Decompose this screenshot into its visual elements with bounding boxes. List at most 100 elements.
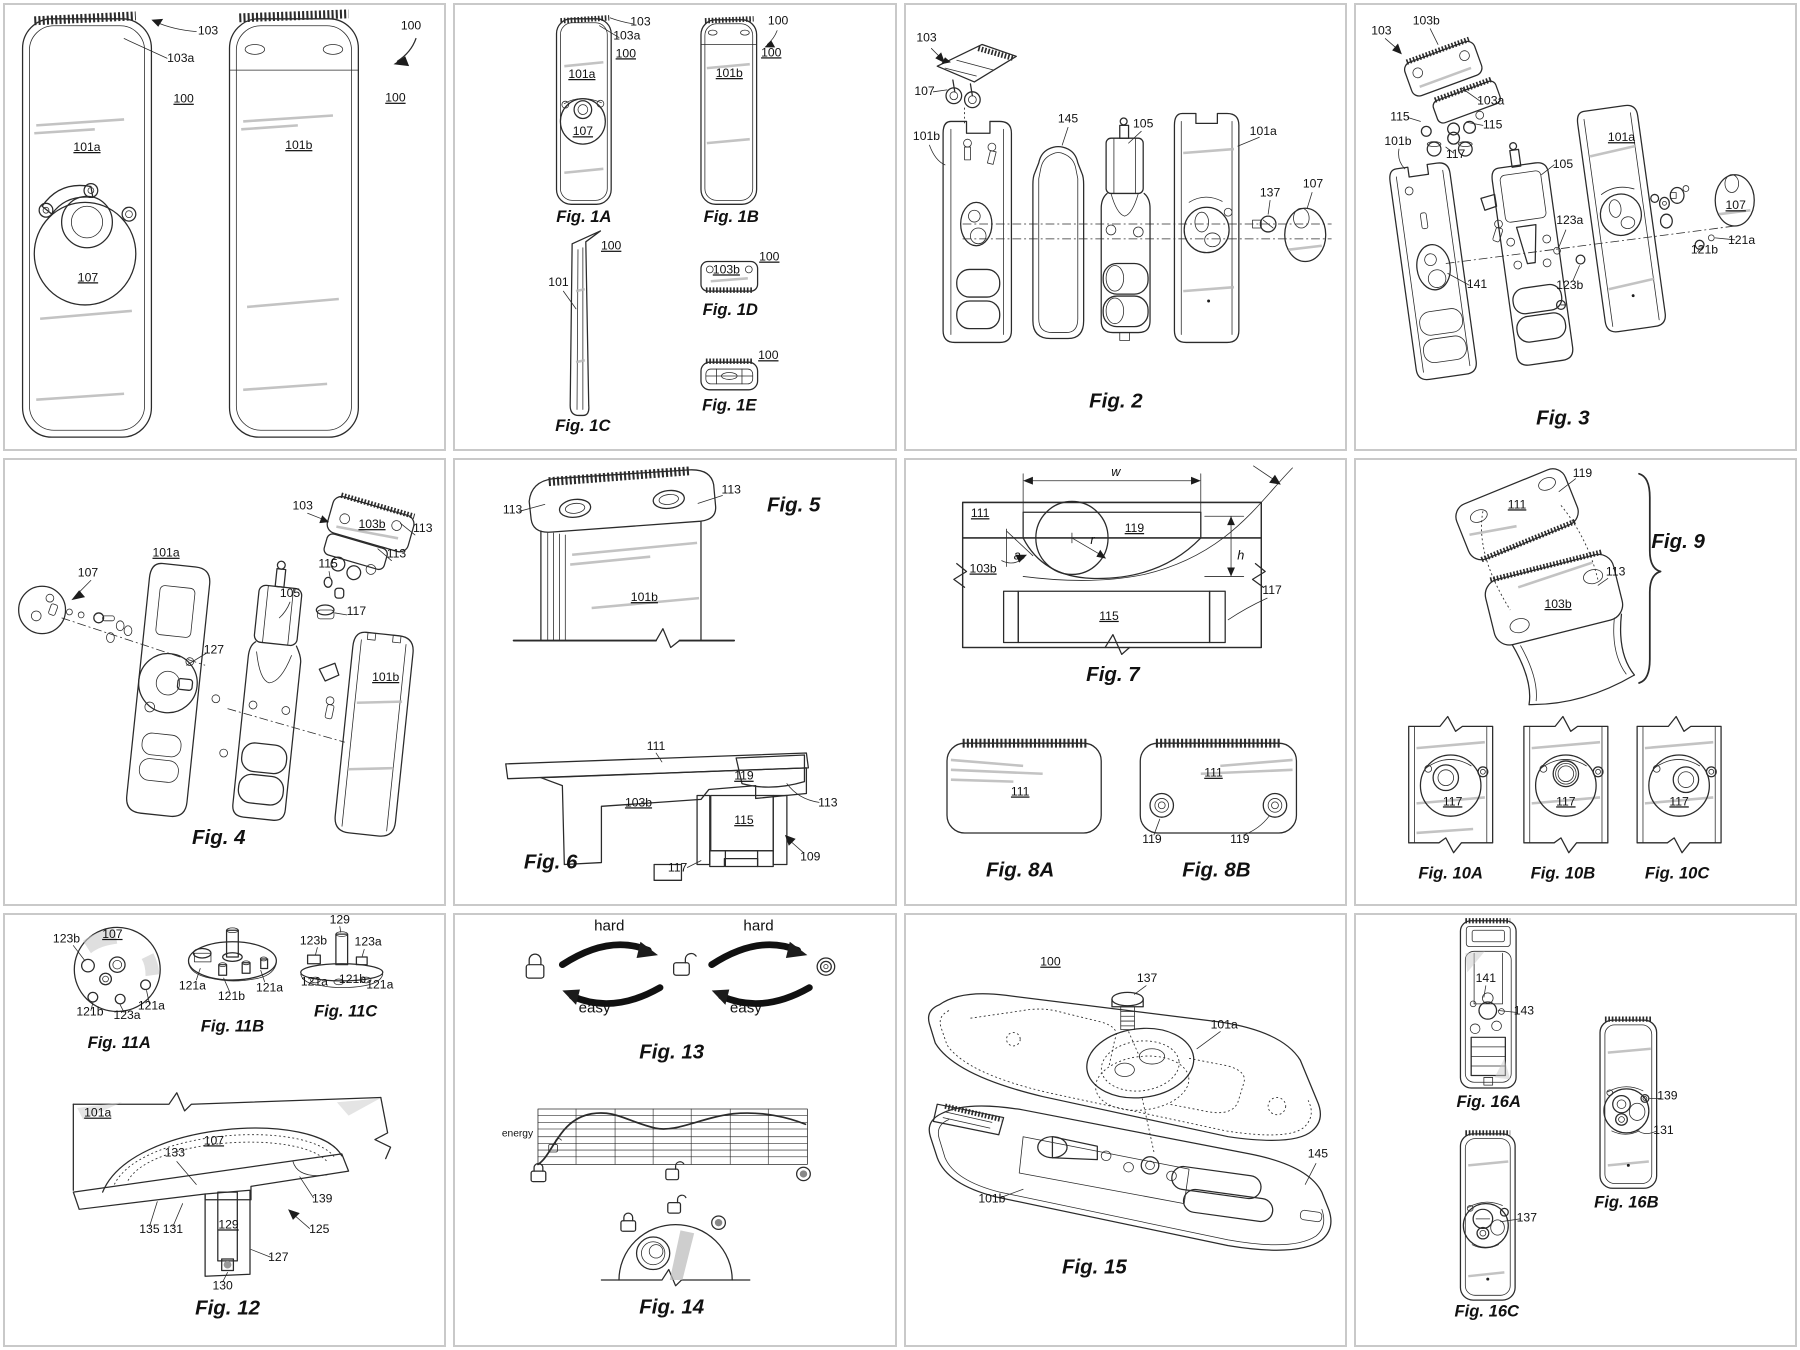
figure-caption: Fig. 8A [986, 858, 1054, 881]
screw-washer-set [1649, 185, 1689, 229]
blade-fig8b [1139, 738, 1297, 836]
ref-label: 115 [1390, 109, 1410, 123]
free-spin-icon [711, 1215, 727, 1230]
section-fig7 [952, 465, 1293, 656]
knob-107 [1714, 174, 1755, 227]
cross-section-fig6 [505, 752, 820, 881]
ref-label: 145 [1307, 1147, 1328, 1161]
screw-137 [1110, 991, 1154, 1153]
ref-label: 103b [969, 561, 996, 575]
ref-label: 139 [312, 1192, 333, 1206]
ref-label: 103b [358, 517, 385, 531]
figure-caption: Fig. 13 [640, 1042, 706, 1064]
cutter-plate-111 [1455, 468, 1579, 563]
ref-label: 141 [1475, 971, 1496, 985]
blade-assembly [936, 43, 1017, 109]
ref-label: 107 [914, 84, 935, 98]
blade-assembly [1403, 36, 1501, 136]
ref-label: 111 [970, 506, 989, 520]
ref-label: 100 [385, 91, 406, 105]
ref-label: 137 [1516, 1211, 1537, 1225]
ref-label: 137 [1259, 185, 1280, 199]
ref-label: 115 [1099, 609, 1119, 623]
ref-label: 100 [768, 14, 789, 28]
ref-label: 115 [318, 556, 338, 570]
ref-label: 121a [366, 978, 393, 992]
figure-caption: Fig. 10A [1418, 863, 1483, 882]
ref-label: 127 [268, 1250, 289, 1264]
ref-label: h [1237, 548, 1244, 563]
housing-101b [334, 631, 414, 837]
rear-view-fig16b [1599, 1016, 1658, 1189]
ref-label: 121b [76, 1004, 103, 1018]
ref-label: 135 [139, 1222, 160, 1236]
fig-1c-blade-side [563, 230, 602, 417]
ref-label: 117 [668, 860, 688, 874]
ref-label: easy [579, 1000, 611, 1017]
motor-chassis-105 [1100, 117, 1151, 341]
figure-caption: Fig. 16C [1454, 1302, 1520, 1320]
gasket-145 [1031, 145, 1084, 340]
lock-open-icon [667, 1194, 687, 1214]
dial-side-fig11c [300, 926, 384, 989]
figure-caption: Fig. 1A [556, 207, 611, 226]
ref-label: 103 [631, 15, 652, 29]
ref-label: 101b [912, 129, 939, 143]
ref-label: 117 [1262, 583, 1282, 597]
blade-103 [323, 492, 416, 581]
ref-label: 107 [78, 270, 99, 284]
housing-rear-101b [1388, 162, 1477, 381]
energy-graph-fig14 [530, 1108, 812, 1183]
ref-label: 121b [339, 972, 366, 986]
figure-caption: Fig. 16B [1594, 1194, 1659, 1212]
dial-dome-fig14 [601, 1194, 751, 1287]
ref-label: 143 [1513, 1003, 1534, 1017]
ref-label: 133 [165, 1146, 186, 1160]
rotation-diagram-fig13 [525, 941, 836, 1007]
ref-label: 103 [1371, 24, 1392, 38]
fig3-exploded-drawing: 103103b103a115115117101b105123a123b14110… [1371, 14, 1755, 430]
knob-107 [1283, 207, 1326, 263]
ref-label: 145 [1057, 111, 1078, 125]
figure-caption: Fig. 7 [1086, 663, 1141, 686]
figure-caption: Fig. 6 [524, 850, 578, 873]
ref-label: 103b [625, 795, 652, 809]
fig-1b-device [700, 16, 778, 205]
ref-label: 105 [280, 586, 301, 600]
ref-label: 100 [759, 249, 780, 263]
ref-label: 121a [179, 979, 206, 993]
ref-label: 129 [218, 1218, 239, 1232]
ref-label: a [1013, 548, 1020, 563]
figure-caption: Fig. 1D [703, 300, 758, 319]
ref-label: 107 [1302, 176, 1323, 190]
figure-caption: Fig. 16A [1456, 1093, 1521, 1111]
figure-caption: Fig. 11C [314, 1002, 378, 1020]
ref-label: 101b [631, 590, 658, 604]
dial-disc-107 [18, 585, 133, 643]
ref-label: 103b [713, 262, 740, 276]
ref-label: 107 [78, 565, 99, 579]
ref-label: 117 [1669, 794, 1689, 808]
figure-caption: Fig. 12 [195, 1298, 261, 1320]
fig-1d-blade-plate [700, 260, 759, 293]
ref-label: 103a [613, 28, 640, 42]
figure-caption: Fig. 10B [1530, 863, 1595, 882]
top-cover-101a [927, 993, 1321, 1141]
ref-label: hard [744, 917, 774, 934]
fig-1a-device [556, 15, 634, 205]
